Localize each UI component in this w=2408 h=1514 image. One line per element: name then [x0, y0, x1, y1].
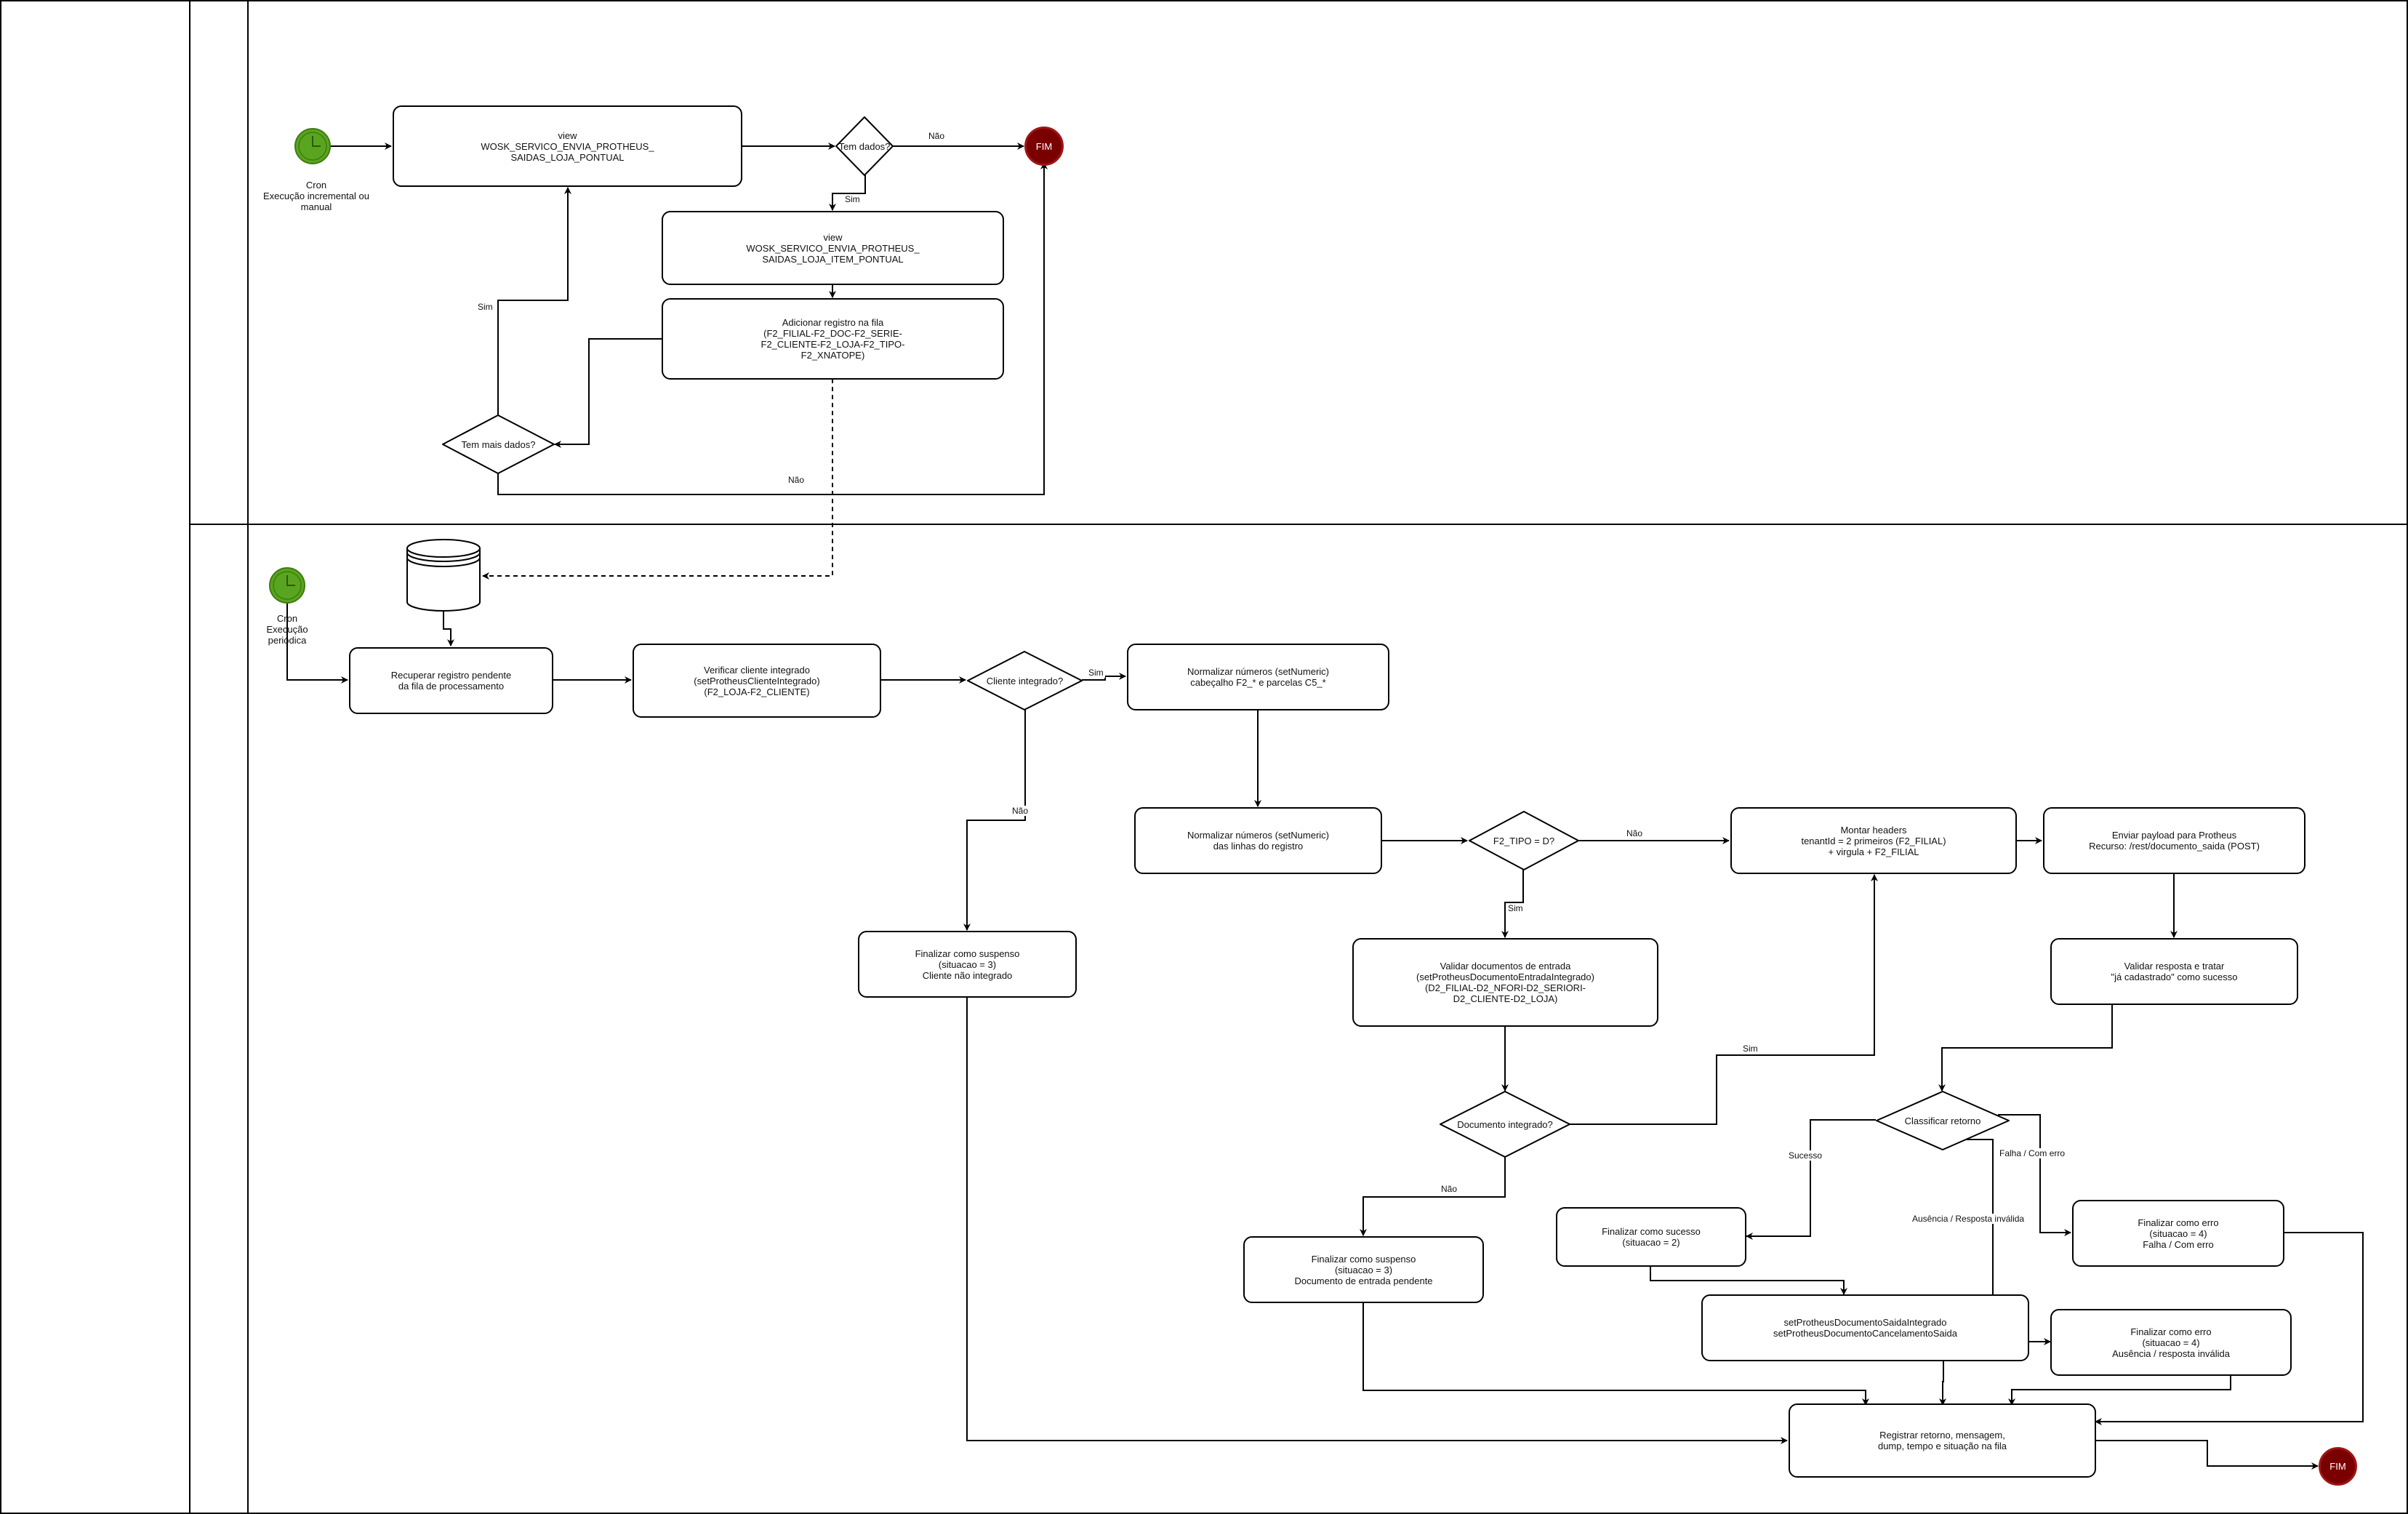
start-event-cron-1[interactable] — [294, 128, 331, 164]
enviar-payload-protheus[interactable]: Enviar payload para Protheus Recurso: /r… — [2043, 807, 2305, 874]
decision-cliente-integrado-label: Cliente integrado? — [986, 675, 1064, 686]
decision-f2-tipo[interactable]: F2_TIPO = D? — [1469, 811, 1579, 870]
decision-documento-integrado-label: Documento integrado? — [1457, 1118, 1553, 1130]
database-queue[interactable] — [406, 538, 481, 612]
lane-1-header — [189, 0, 249, 525]
pool-header-column — [0, 0, 190, 1514]
decision-cliente-integrado[interactable]: Cliente integrado? — [967, 651, 1083, 710]
validar-resposta[interactable]: Validar resposta e tratar "já cadastrado… — [2050, 938, 2298, 1005]
label-nao-tem-dados: Não — [927, 131, 947, 141]
recuperar-registro-pendente[interactable]: Recuperar registro pendente da fila de p… — [349, 647, 553, 714]
label-nao-documento: Não — [1440, 1184, 1459, 1194]
label-sim-cliente: Sim — [1087, 668, 1105, 678]
normalizar-linhas[interactable]: Normalizar números (setNumeric) das linh… — [1134, 807, 1382, 874]
set-protheus-documento-saida[interactable]: setProtheusDocumentoSaidaIntegrado setPr… — [1701, 1294, 2029, 1361]
end-event-fim-2[interactable]: FIM — [2319, 1447, 2357, 1486]
label-nao-cliente: Não — [1011, 806, 1030, 816]
start-event-cron-2[interactable] — [269, 567, 305, 604]
label-ausencia-resposta-invalida: Ausência / Resposta inválida — [1911, 1214, 2026, 1224]
lane-1-body — [247, 0, 2408, 525]
decision-f2-tipo-label: F2_TIPO = D? — [1493, 835, 1555, 846]
finalizar-suspenso-cliente[interactable]: Finalizar como suspenso (situacao = 3) C… — [858, 931, 1077, 998]
finalizar-suspenso-documento[interactable]: Finalizar como suspenso (situacao = 3) D… — [1243, 1236, 1484, 1303]
decision-tem-dados-label: Tem dados? — [838, 140, 891, 152]
label-nao-tem-mais: Não — [787, 475, 806, 485]
label-sim-tipo: Sim — [1506, 903, 1525, 913]
label-sim-tem-dados: Sim — [843, 194, 862, 204]
label-sim-tem-mais: Sim — [476, 302, 494, 312]
start-caption-2: Cron Execução periódica — [266, 613, 308, 646]
finalizar-sucesso[interactable]: Finalizar como sucesso (situacao = 2) — [1556, 1207, 1746, 1267]
decision-classificar-retorno-label: Classificar retorno — [1904, 1115, 1981, 1126]
lane-2-body — [247, 524, 2408, 1514]
start-caption-1: Cron Execução incremental ou manual — [263, 180, 369, 212]
lane-2-header — [189, 524, 249, 1514]
view-saidas-loja-item-pontual[interactable]: view WOSK_SERVICO_ENVIA_PROTHEUS_ SAIDAS… — [662, 211, 1004, 285]
database-icon — [406, 539, 481, 612]
normalizar-cabecalho[interactable]: Normalizar números (setNumeric) cabeçalh… — [1127, 644, 1389, 710]
label-falha-com-erro: Falha / Com erro — [1998, 1148, 2067, 1158]
clock-icon — [273, 571, 302, 600]
verificar-cliente-integrado[interactable]: Verificar cliente integrado (setProtheus… — [633, 644, 881, 718]
decision-documento-integrado[interactable]: Documento integrado? — [1440, 1091, 1570, 1158]
end-event-fim-2-label: FIM — [2329, 1461, 2346, 1472]
validar-documentos-entrada[interactable]: Validar documentos de entrada (setProthe… — [1352, 938, 1658, 1027]
clock-icon — [298, 132, 327, 161]
end-event-fim-1[interactable]: FIM — [1024, 127, 1064, 166]
view-saidas-loja-pontual[interactable]: view WOSK_SERVICO_ENVIA_PROTHEUS_ SAIDAS… — [393, 105, 742, 187]
label-sim-documento: Sim — [1741, 1044, 1759, 1054]
registrar-retorno-fila[interactable]: Registrar retorno, mensagem, dump, tempo… — [1789, 1403, 2096, 1478]
decision-tem-dados[interactable]: Tem dados? — [835, 116, 894, 176]
decision-tem-mais-dados-label: Tem mais dados? — [461, 438, 536, 450]
adicionar-registro-fila[interactable]: Adicionar registro na fila (F2_FILIAL-F2… — [662, 298, 1004, 380]
label-sucesso: Sucesso — [1787, 1150, 1824, 1161]
end-event-fim-1-label: FIM — [1035, 140, 1053, 152]
finalizar-erro-ausencia[interactable]: Finalizar como erro (situacao = 4) Ausên… — [2050, 1309, 2292, 1376]
finalizar-erro-falha[interactable]: Finalizar como erro (situacao = 4) Falha… — [2072, 1200, 2284, 1267]
decision-tem-mais-dados[interactable]: Tem mais dados? — [442, 414, 555, 474]
decision-classificar-retorno[interactable]: Classificar retorno — [1876, 1091, 2010, 1150]
montar-headers[interactable]: Montar headers tenantId = 2 primeiros (F… — [1730, 807, 2017, 874]
label-nao-tipo: Não — [1625, 828, 1645, 838]
